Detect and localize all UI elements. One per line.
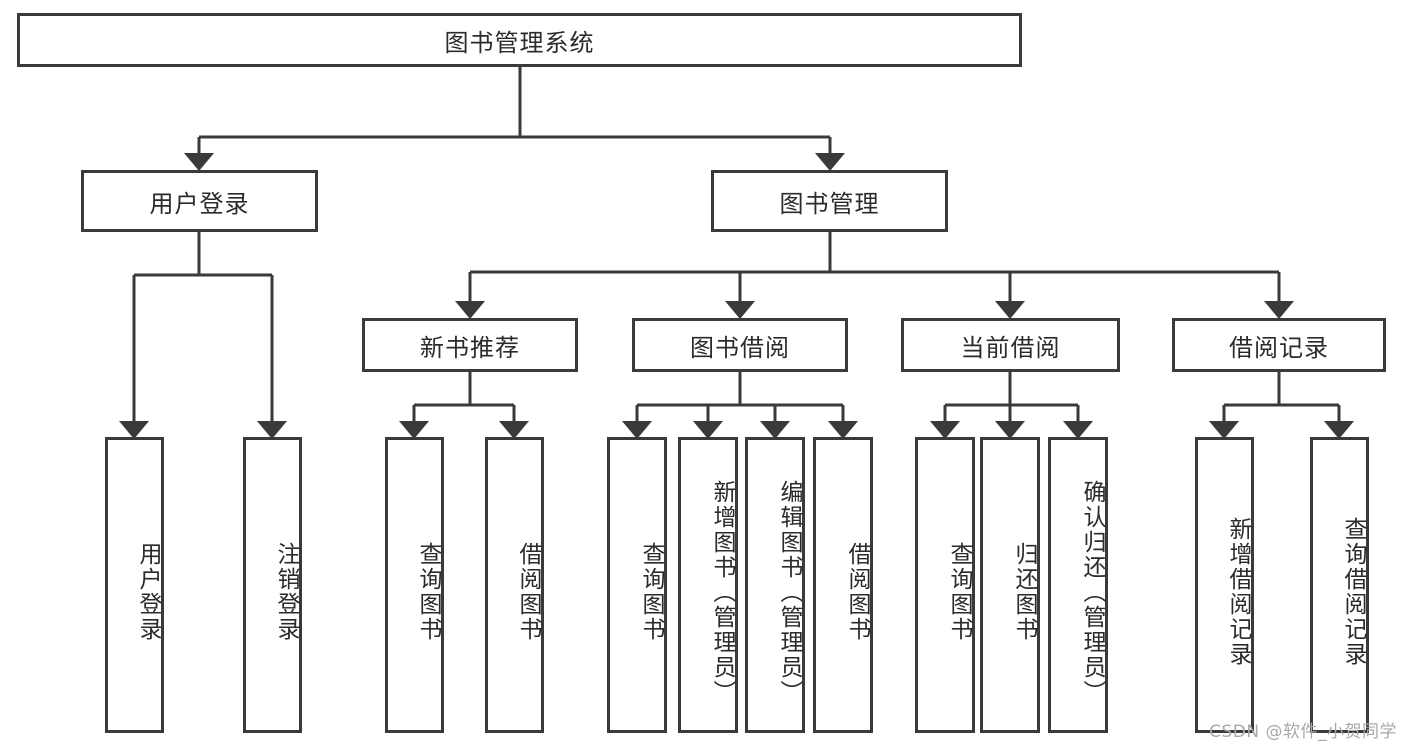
leaf-label: 查询图书 xyxy=(415,542,441,642)
leaf-borrow-add-book-admin[interactable]: 新增图书（管理员） xyxy=(678,437,738,733)
leaf-label: 归还图书 xyxy=(1011,542,1037,642)
node-root[interactable]: 图书管理系统 xyxy=(17,13,1022,67)
node-book-borrow[interactable]: 图书借阅 xyxy=(632,318,848,372)
node-book-management[interactable]: 图书管理 xyxy=(711,170,948,232)
node-user-login-label: 用户登录 xyxy=(149,189,250,218)
leaf-user-login-login[interactable]: 用户登录 xyxy=(105,437,164,733)
leaf-recommend-query-book[interactable]: 查询图书 xyxy=(385,437,444,733)
leaf-borrow-edit-book-admin[interactable]: 编辑图书（管理员） xyxy=(745,437,805,733)
leaf-borrow-query-book[interactable]: 查询图书 xyxy=(607,437,667,733)
leaf-records-query-record[interactable]: 查询借阅记录 xyxy=(1310,437,1369,733)
node-new-book-recommend[interactable]: 新书推荐 xyxy=(362,318,578,372)
leaf-label: 借阅图书 xyxy=(515,542,541,642)
node-borrow-records-label: 借阅记录 xyxy=(1229,333,1329,362)
node-book-management-label: 图书管理 xyxy=(779,189,880,218)
leaf-current-confirm-return-admin[interactable]: 确认归还（管理员） xyxy=(1048,437,1108,733)
leaf-label: 编辑图书（管理员） xyxy=(776,479,802,705)
node-user-login[interactable]: 用户登录 xyxy=(81,170,318,232)
leaf-label: 查询图书 xyxy=(946,542,972,642)
node-current-borrow[interactable]: 当前借阅 xyxy=(901,318,1120,372)
leaf-label: 新增图书（管理员） xyxy=(709,479,735,705)
csdn-watermark: CSDN @软件_小贺同学 xyxy=(1209,722,1397,742)
node-root-label: 图书管理系统 xyxy=(444,28,595,57)
leaf-label: 用户登录 xyxy=(135,542,161,642)
leaf-label: 新增借阅记录 xyxy=(1225,517,1251,667)
leaf-label: 注销登录 xyxy=(273,542,299,642)
node-new-book-recommend-label: 新书推荐 xyxy=(420,333,520,362)
leaf-records-add-record[interactable]: 新增借阅记录 xyxy=(1195,437,1254,733)
leaf-borrow-borrow-book[interactable]: 借阅图书 xyxy=(813,437,873,733)
node-current-borrow-label: 当前借阅 xyxy=(960,333,1061,362)
leaf-user-login-logout[interactable]: 注销登录 xyxy=(243,437,302,733)
leaf-label: 查询借阅记录 xyxy=(1340,517,1366,667)
node-book-borrow-label: 图书借阅 xyxy=(690,333,790,362)
node-borrow-records[interactable]: 借阅记录 xyxy=(1172,318,1386,372)
leaf-label: 借阅图书 xyxy=(844,542,870,642)
leaf-current-query-book[interactable]: 查询图书 xyxy=(915,437,975,733)
leaf-recommend-borrow-book[interactable]: 借阅图书 xyxy=(485,437,544,733)
leaf-label: 查询图书 xyxy=(638,542,664,642)
leaf-current-return-book[interactable]: 归还图书 xyxy=(980,437,1040,733)
leaf-label: 确认归还（管理员） xyxy=(1079,479,1105,705)
